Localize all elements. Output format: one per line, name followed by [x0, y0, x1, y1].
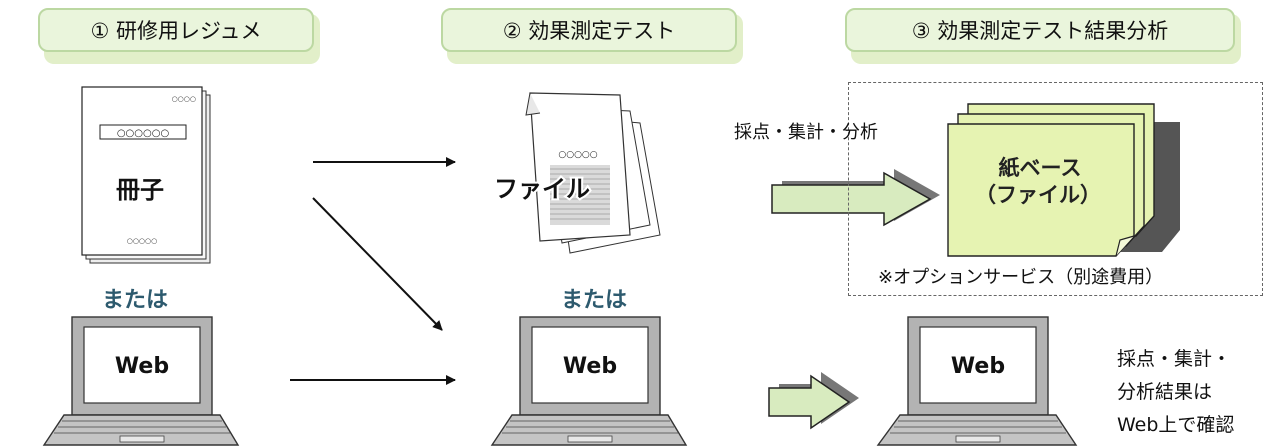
stack-label-line1: 紙ベース — [999, 156, 1082, 180]
file-title-text: ○○○○○ — [558, 150, 597, 160]
step-3-label: ③ 効果測定テスト結果分析 — [911, 19, 1169, 43]
file-document-illustration: ○○○○○ ファイル — [492, 92, 661, 254]
laptop-2: Web — [490, 316, 688, 446]
booklet-label: 冊子 — [116, 176, 164, 204]
laptop-2-label: Web — [563, 354, 617, 379]
booklet-corner-text: ○○○○ — [172, 95, 196, 103]
laptop-1: Web — [42, 316, 240, 446]
step-2-label: ② 効果測定テスト — [502, 19, 676, 43]
web-result-note: 採点・集計・ 分析結果は Web上で確認 — [1117, 343, 1234, 442]
or-label-middle: または — [561, 288, 628, 313]
option-service-box — [848, 82, 1263, 296]
paper-caption: 採点・集計・分析 — [734, 122, 878, 143]
web-result-note-line3: Web上で確認 — [1117, 414, 1235, 436]
step-1-label: ① 研修用レジュメ — [90, 19, 262, 43]
block-arrow-to-paper — [771, 169, 940, 227]
step-2-tab: ② 効果測定テスト — [441, 8, 737, 52]
web-result-note-line2: 分析結果は — [1117, 381, 1213, 403]
block-arrow-to-web-result — [768, 372, 859, 430]
step-1-tab: ① 研修用レジュメ — [38, 8, 314, 52]
web-result-note-line1: 採点・集計・ — [1117, 348, 1232, 370]
arrow-booklet-to-web — [312, 197, 443, 331]
booklet-bottom-text: ○○○○○ — [127, 237, 158, 245]
paper-stack-illustration: 紙ベース （ファイル） — [947, 103, 1180, 257]
laptop-1-label: Web — [115, 354, 169, 379]
laptop-3-label: Web — [951, 354, 1005, 379]
booklet-title-text: ○○○○○○ — [117, 128, 169, 139]
option-service-note: ※オプションサービス（別途費用） — [878, 267, 1164, 288]
laptop-3: Web — [876, 316, 1078, 446]
stack-label-line2: （ファイル） — [975, 183, 1101, 207]
step-3-tab: ③ 効果測定テスト結果分析 — [845, 8, 1235, 52]
file-label: ファイル — [494, 175, 590, 203]
or-label-left: または — [102, 288, 169, 313]
booklet-illustration: ○○○○ ○○○○○○ 冊子 ○○○○○ — [81, 86, 211, 264]
